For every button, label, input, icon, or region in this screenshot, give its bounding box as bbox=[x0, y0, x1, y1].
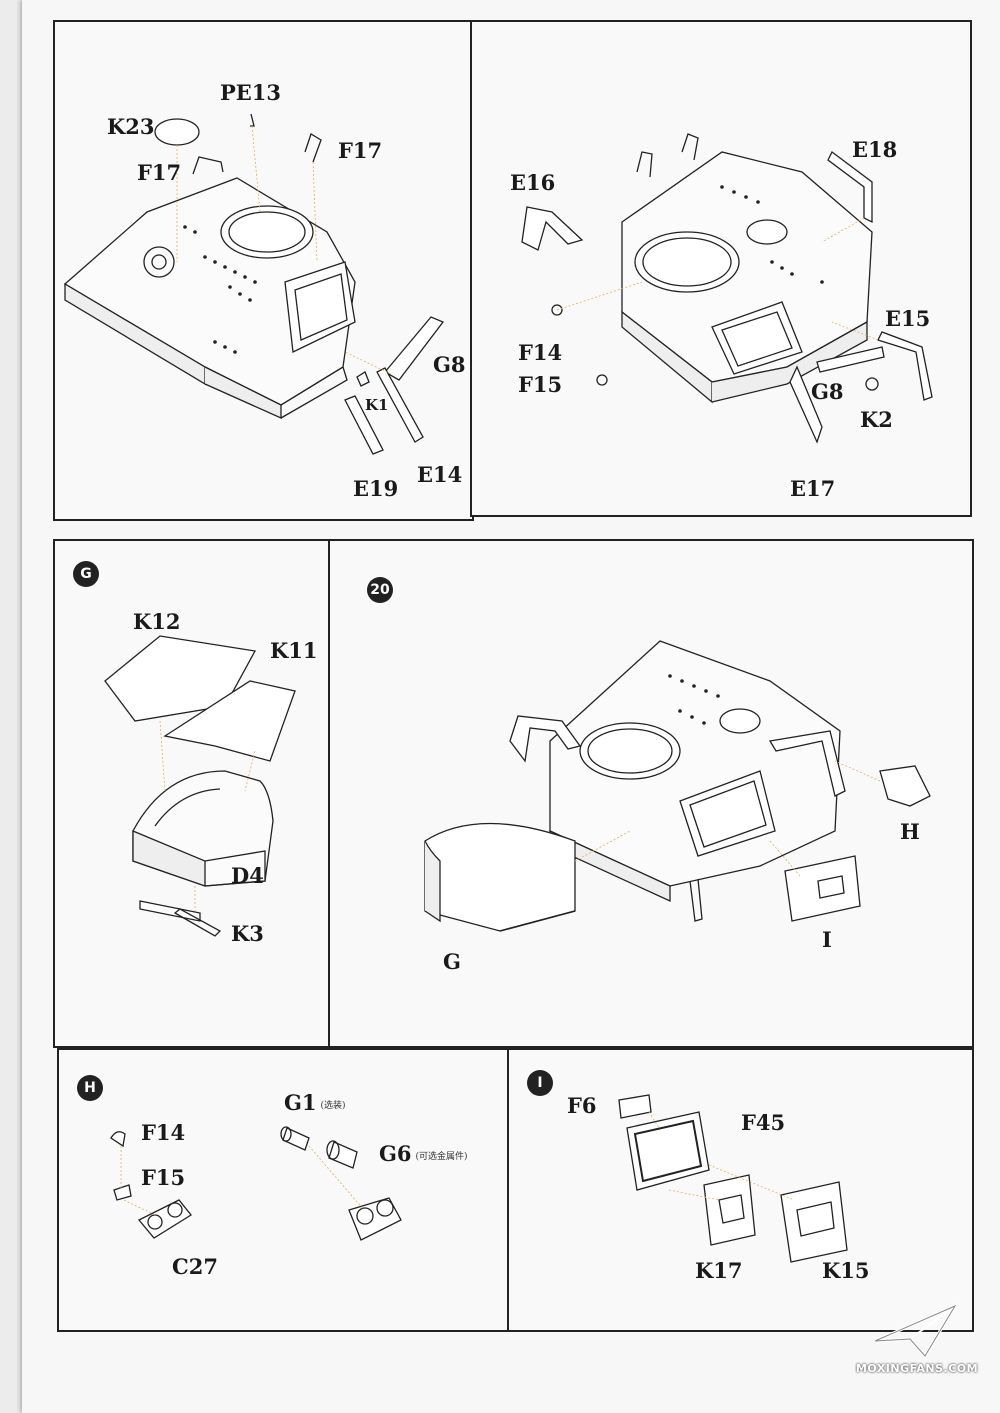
label-k17: K17 bbox=[695, 1258, 743, 1283]
label-e14: E14 bbox=[417, 462, 463, 487]
label-e15: E15 bbox=[885, 306, 931, 331]
panel-sub-assembly-g: G K12 K11 D4 K3 bbox=[53, 539, 332, 1048]
label-d4: D4 bbox=[231, 863, 264, 888]
g1-text: G1 bbox=[284, 1090, 317, 1115]
panel-step-20: 20 bbox=[328, 539, 974, 1048]
panel-sub-assembly-i: I F6 F45 K17 K15 bbox=[507, 1048, 974, 1332]
label-g6: G6(可选金属件) bbox=[379, 1141, 468, 1166]
label-pe13: PE13 bbox=[220, 80, 282, 105]
step-20-drawing bbox=[424, 640, 931, 932]
label-g: G bbox=[443, 949, 461, 974]
instruction-page: PE13 K23 F17 F17 G8 K1 E19 E14 bbox=[22, 0, 1000, 1413]
label-i: I bbox=[822, 927, 832, 952]
g6-text: G6 bbox=[379, 1141, 412, 1166]
label-k2: K2 bbox=[860, 407, 893, 432]
panel-sub-assembly-h: H F14 F15 C27 G1(选装) bbox=[57, 1048, 511, 1332]
panel-top-left: PE13 K23 F17 F17 G8 K1 E19 E14 bbox=[53, 20, 474, 521]
label-f17-right: F17 bbox=[338, 138, 383, 163]
label-g1: G1(选装) bbox=[284, 1090, 346, 1115]
turret-assembly-drawing-b bbox=[521, 133, 933, 444]
label-e17: E17 bbox=[790, 476, 836, 501]
label-f15: F15 bbox=[141, 1165, 186, 1190]
label-g8: G8 bbox=[811, 379, 844, 404]
label-k23: K23 bbox=[107, 114, 155, 139]
sub-assembly-h-drawing bbox=[110, 1126, 402, 1241]
paper-plane-logo bbox=[874, 1302, 959, 1359]
sub-assembly-h-badge: H bbox=[77, 1075, 103, 1101]
label-f17-left: F17 bbox=[137, 160, 182, 185]
label-f14: F14 bbox=[141, 1120, 186, 1145]
mantlet-cover-drawing bbox=[104, 635, 296, 937]
sub-assembly-i-drawing bbox=[618, 1094, 848, 1263]
label-f6: F6 bbox=[567, 1093, 597, 1118]
label-k1: K1 bbox=[365, 396, 389, 414]
g6-note: (可选金属件) bbox=[415, 1152, 468, 1162]
panel-top-right: E18 E16 F14 F15 E15 G8 K2 E17 bbox=[470, 20, 972, 517]
label-k15: K15 bbox=[822, 1258, 870, 1283]
turret-assembly-drawing-a bbox=[63, 113, 445, 455]
label-f45: F45 bbox=[741, 1110, 786, 1135]
step-20-badge: 20 bbox=[367, 577, 393, 603]
label-k12: K12 bbox=[133, 609, 181, 634]
sub-assembly-i-badge: I bbox=[527, 1070, 553, 1096]
label-f14: F14 bbox=[518, 340, 563, 365]
watermark-text: MOXINGFANS.COM bbox=[855, 1362, 979, 1375]
label-e16: E16 bbox=[510, 170, 556, 195]
label-c27: C27 bbox=[172, 1254, 218, 1279]
label-e18: E18 bbox=[852, 137, 898, 162]
label-e19: E19 bbox=[353, 476, 399, 501]
label-h: H bbox=[900, 819, 920, 844]
sub-assembly-g-badge: G bbox=[73, 561, 99, 587]
label-k11: K11 bbox=[270, 638, 318, 663]
label-k3: K3 bbox=[231, 921, 264, 946]
label-f15: F15 bbox=[518, 372, 563, 397]
g1-note: (选装) bbox=[320, 1101, 346, 1111]
label-g8: G8 bbox=[433, 352, 466, 377]
